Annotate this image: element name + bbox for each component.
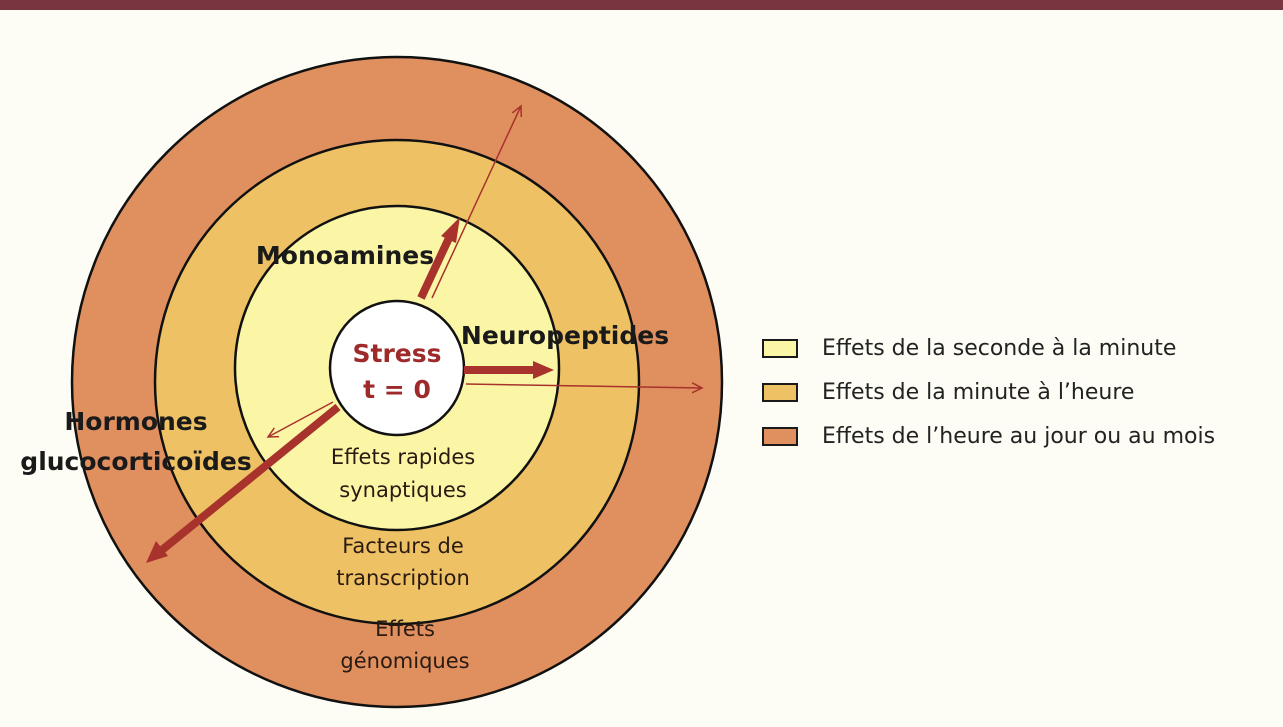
top-bar bbox=[0, 0, 1283, 10]
center-circle bbox=[328, 299, 466, 437]
hormones-label-line1: Hormones bbox=[64, 407, 207, 436]
inner-ring-label-line1: Effets rapides bbox=[331, 445, 475, 469]
neuropeptides-long-arrow bbox=[465, 384, 702, 388]
legend-label-hours: Effets de l’heure au jour ou au mois bbox=[822, 423, 1216, 449]
legend-swatch-hours bbox=[762, 426, 798, 446]
legend-item-hours: Effets de l’heure au jour ou au mois bbox=[762, 414, 1215, 458]
monoamines-long-arrow bbox=[431, 106, 521, 299]
outer-ring-label-line2: génomiques bbox=[340, 649, 469, 673]
legend-swatch-minutes bbox=[762, 382, 798, 402]
center-label-time: t = 0 bbox=[363, 375, 431, 404]
monoamines-arrow bbox=[417, 217, 460, 300]
hormones-short-arrow bbox=[268, 401, 334, 437]
middle-ring-label-line1: Facteurs de bbox=[342, 534, 464, 558]
legend: Effets de la seconde à la minute Effets … bbox=[762, 326, 1215, 458]
inner-ring-label-line2: synaptiques bbox=[339, 478, 466, 502]
middle-ring-label-line2: transcription bbox=[336, 566, 470, 590]
legend-label-minutes: Effets de la minute à l’heure bbox=[822, 379, 1135, 405]
legend-item-seconds: Effets de la seconde à la minute bbox=[762, 326, 1215, 370]
hormones-label-line2: glucocorticoïdes bbox=[20, 447, 251, 476]
neuropeptides-arrow bbox=[464, 361, 554, 379]
legend-swatch-seconds bbox=[762, 338, 798, 358]
neuropeptides-label: Neuropeptides bbox=[461, 321, 669, 350]
monoamines-label: Monoamines bbox=[256, 241, 434, 270]
center-label-stress: Stress bbox=[352, 339, 441, 368]
legend-item-minutes: Effets de la minute à l’heure bbox=[762, 370, 1215, 414]
legend-label-seconds: Effets de la seconde à la minute bbox=[822, 335, 1177, 361]
outer-ring-label-line1: Effets bbox=[375, 617, 435, 641]
hormones-arrow bbox=[146, 403, 341, 563]
